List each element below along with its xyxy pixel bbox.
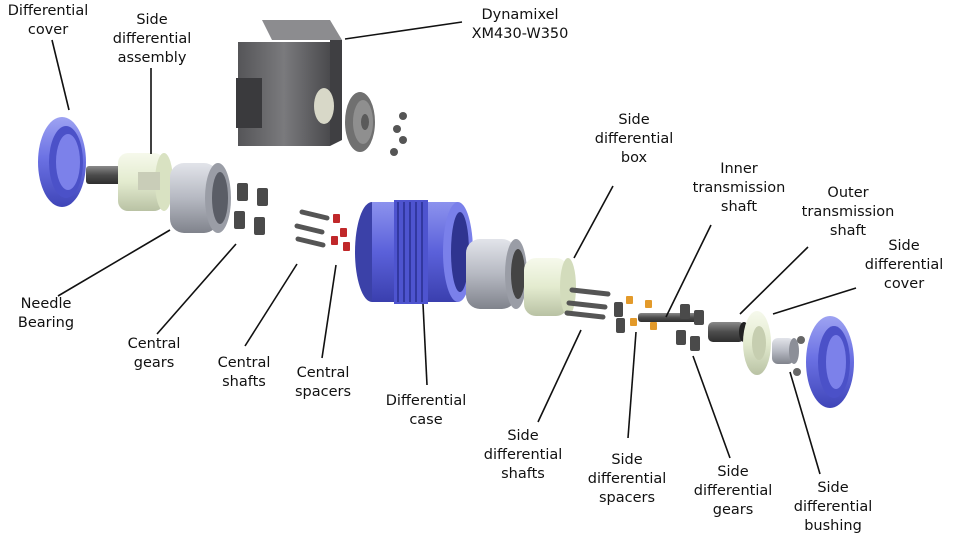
- side-differential-shafts-part: [564, 287, 611, 320]
- leader-side-differential-box: [573, 185, 614, 259]
- label-side-differential-cover: Side differential cover: [864, 238, 944, 292]
- label-needle-bearing: Needle Bearing: [17, 296, 75, 331]
- central-gears-part: [234, 183, 268, 235]
- differential-cover-part: [38, 117, 86, 207]
- side-differential-gears-left-part: [614, 302, 625, 333]
- label-side-differential-shafts: Side differential shafts: [483, 428, 563, 482]
- label-differential-cover: Differential cover: [7, 3, 89, 38]
- inner-transmission-shaft-part: [638, 313, 702, 322]
- label-central-spacers: Central spacers: [294, 365, 352, 400]
- label-side-differential-box: Side differential box: [594, 112, 674, 166]
- motor-gear-part: [345, 92, 375, 152]
- side-differential-bushing-part: [772, 338, 799, 364]
- outer-transmission-shaft-part: [708, 322, 749, 342]
- label-side-differential-bushing: Side differential bushing: [793, 480, 873, 534]
- dynamixel-motor-part: [236, 20, 342, 146]
- leader-outer-transmission-shaft: [739, 246, 809, 315]
- label-dynamixel: Dynamixel XM430-W350: [471, 7, 569, 42]
- label-differential-case: Differential case: [385, 393, 467, 428]
- right-needle-bearing-part: [466, 239, 527, 309]
- motor-screws-part: [390, 112, 407, 156]
- leader-central-gears: [156, 243, 237, 335]
- side-differential-spacers-part: [626, 296, 657, 330]
- leader-central-shafts: [244, 263, 298, 347]
- needle-bearing-part: [170, 163, 231, 233]
- leader-lines: [51, 21, 857, 475]
- side-differential-gears-part: [676, 304, 704, 351]
- leader-needle-bearing: [57, 229, 171, 297]
- central-shafts-part: [294, 209, 330, 248]
- label-outer-transmission-shaft: Outer transmission shaft: [801, 185, 895, 239]
- label-inner-transmission-shaft: Inner transmission shaft: [692, 161, 786, 215]
- side-differential-assembly-part: [86, 153, 173, 211]
- leader-side-differential-spacers: [627, 331, 637, 439]
- bushing-screws-part: [793, 336, 805, 376]
- label-central-gears: Central gears: [127, 336, 181, 371]
- side-differential-box-part: [524, 258, 576, 316]
- central-spacers-part: [331, 214, 350, 251]
- leader-side-differential-gears: [692, 355, 731, 459]
- leader-side-differential-bushing: [789, 371, 821, 475]
- leader-differential-case: [422, 303, 428, 386]
- label-side-differential-gears: Side differential gears: [693, 464, 773, 518]
- leader-side-differential-cover: [772, 287, 857, 315]
- leader-dynamixel: [344, 21, 463, 40]
- differential-case-part: [355, 200, 473, 304]
- side-differential-cover-part: [743, 311, 771, 375]
- label-side-differential-spacers: Side differential spacers: [587, 452, 667, 506]
- leader-inner-transmission-shaft: [665, 224, 712, 318]
- label-central-shafts: Central shafts: [217, 355, 271, 390]
- leader-central-spacers: [321, 264, 337, 359]
- leader-differential-cover: [51, 39, 70, 111]
- right-blue-cover-part: [806, 316, 854, 408]
- label-side-differential-assembly: Side differential assembly: [112, 12, 192, 66]
- leader-side-differential-shafts: [537, 329, 582, 423]
